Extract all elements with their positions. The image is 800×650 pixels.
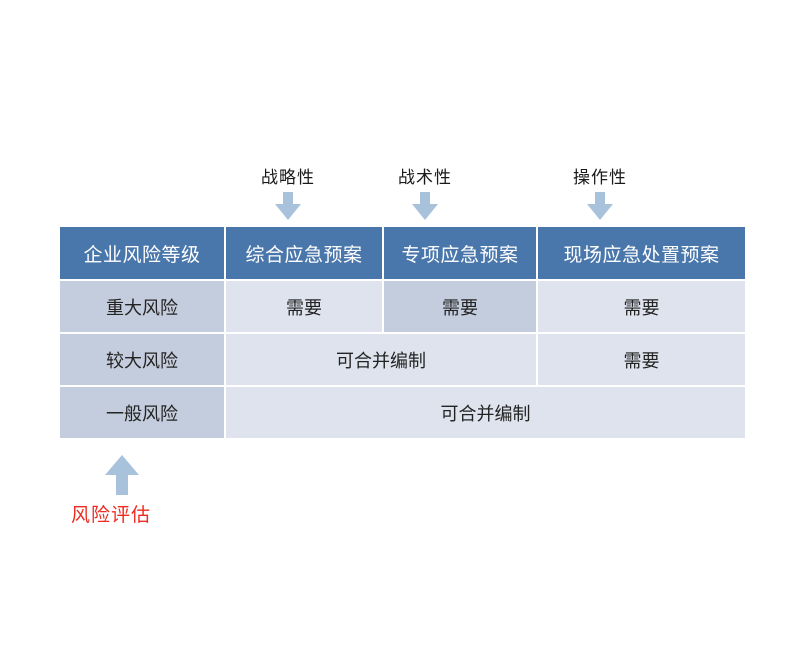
table-row: 较大风险 可合并编制 需要 xyxy=(60,334,745,385)
cell-major-special: 需要 xyxy=(384,281,536,332)
row-label-large-risk: 较大风险 xyxy=(60,334,224,385)
arrow-down-icon-strategic xyxy=(275,192,301,220)
row-label-major-risk: 重大风险 xyxy=(60,281,224,332)
arrow-head xyxy=(412,204,438,220)
table-row: 重大风险 需要 需要 需要 xyxy=(60,281,745,332)
cell-large-merged-plan: 可合并编制 xyxy=(226,334,536,385)
arrow-head xyxy=(105,455,139,475)
cell-general-merged-plan: 可合并编制 xyxy=(226,387,745,438)
table-header-cell-comprehensive-plan: 综合应急预案 xyxy=(226,227,382,279)
annotation-label-operational: 操作性 xyxy=(573,168,627,188)
arrow-down-icon-operational xyxy=(587,192,613,220)
table-header-cell-special-plan: 专项应急预案 xyxy=(384,227,536,279)
annotation-label-tactical: 战术性 xyxy=(398,168,452,188)
arrow-shaft xyxy=(420,192,430,205)
risk-plan-table: 企业风险等级 综合应急预案 专项应急预案 现场应急处置预案 重大风险 需要 需要… xyxy=(58,225,747,440)
arrow-shaft xyxy=(283,192,293,205)
arrow-head xyxy=(275,204,301,220)
arrow-up-icon-risk-assessment xyxy=(105,455,139,495)
table-header-cell-onsite-plan: 现场应急处置预案 xyxy=(538,227,745,279)
arrow-shaft xyxy=(116,474,128,495)
table-header-row: 企业风险等级 综合应急预案 专项应急预案 现场应急处置预案 xyxy=(60,227,745,279)
annotation-label-risk-assessment: 风险评估 xyxy=(71,504,152,526)
cell-major-onsite: 需要 xyxy=(538,281,745,332)
arrow-down-icon-tactical xyxy=(412,192,438,220)
cell-large-onsite: 需要 xyxy=(538,334,745,385)
arrow-shaft xyxy=(595,192,605,205)
arrow-head xyxy=(587,204,613,220)
row-label-general-risk: 一般风险 xyxy=(60,387,224,438)
table-row: 一般风险 可合并编制 xyxy=(60,387,745,438)
cell-major-comprehensive: 需要 xyxy=(226,281,382,332)
table-header-cell-risk-level: 企业风险等级 xyxy=(60,227,224,279)
annotation-label-strategic: 战略性 xyxy=(261,168,315,188)
